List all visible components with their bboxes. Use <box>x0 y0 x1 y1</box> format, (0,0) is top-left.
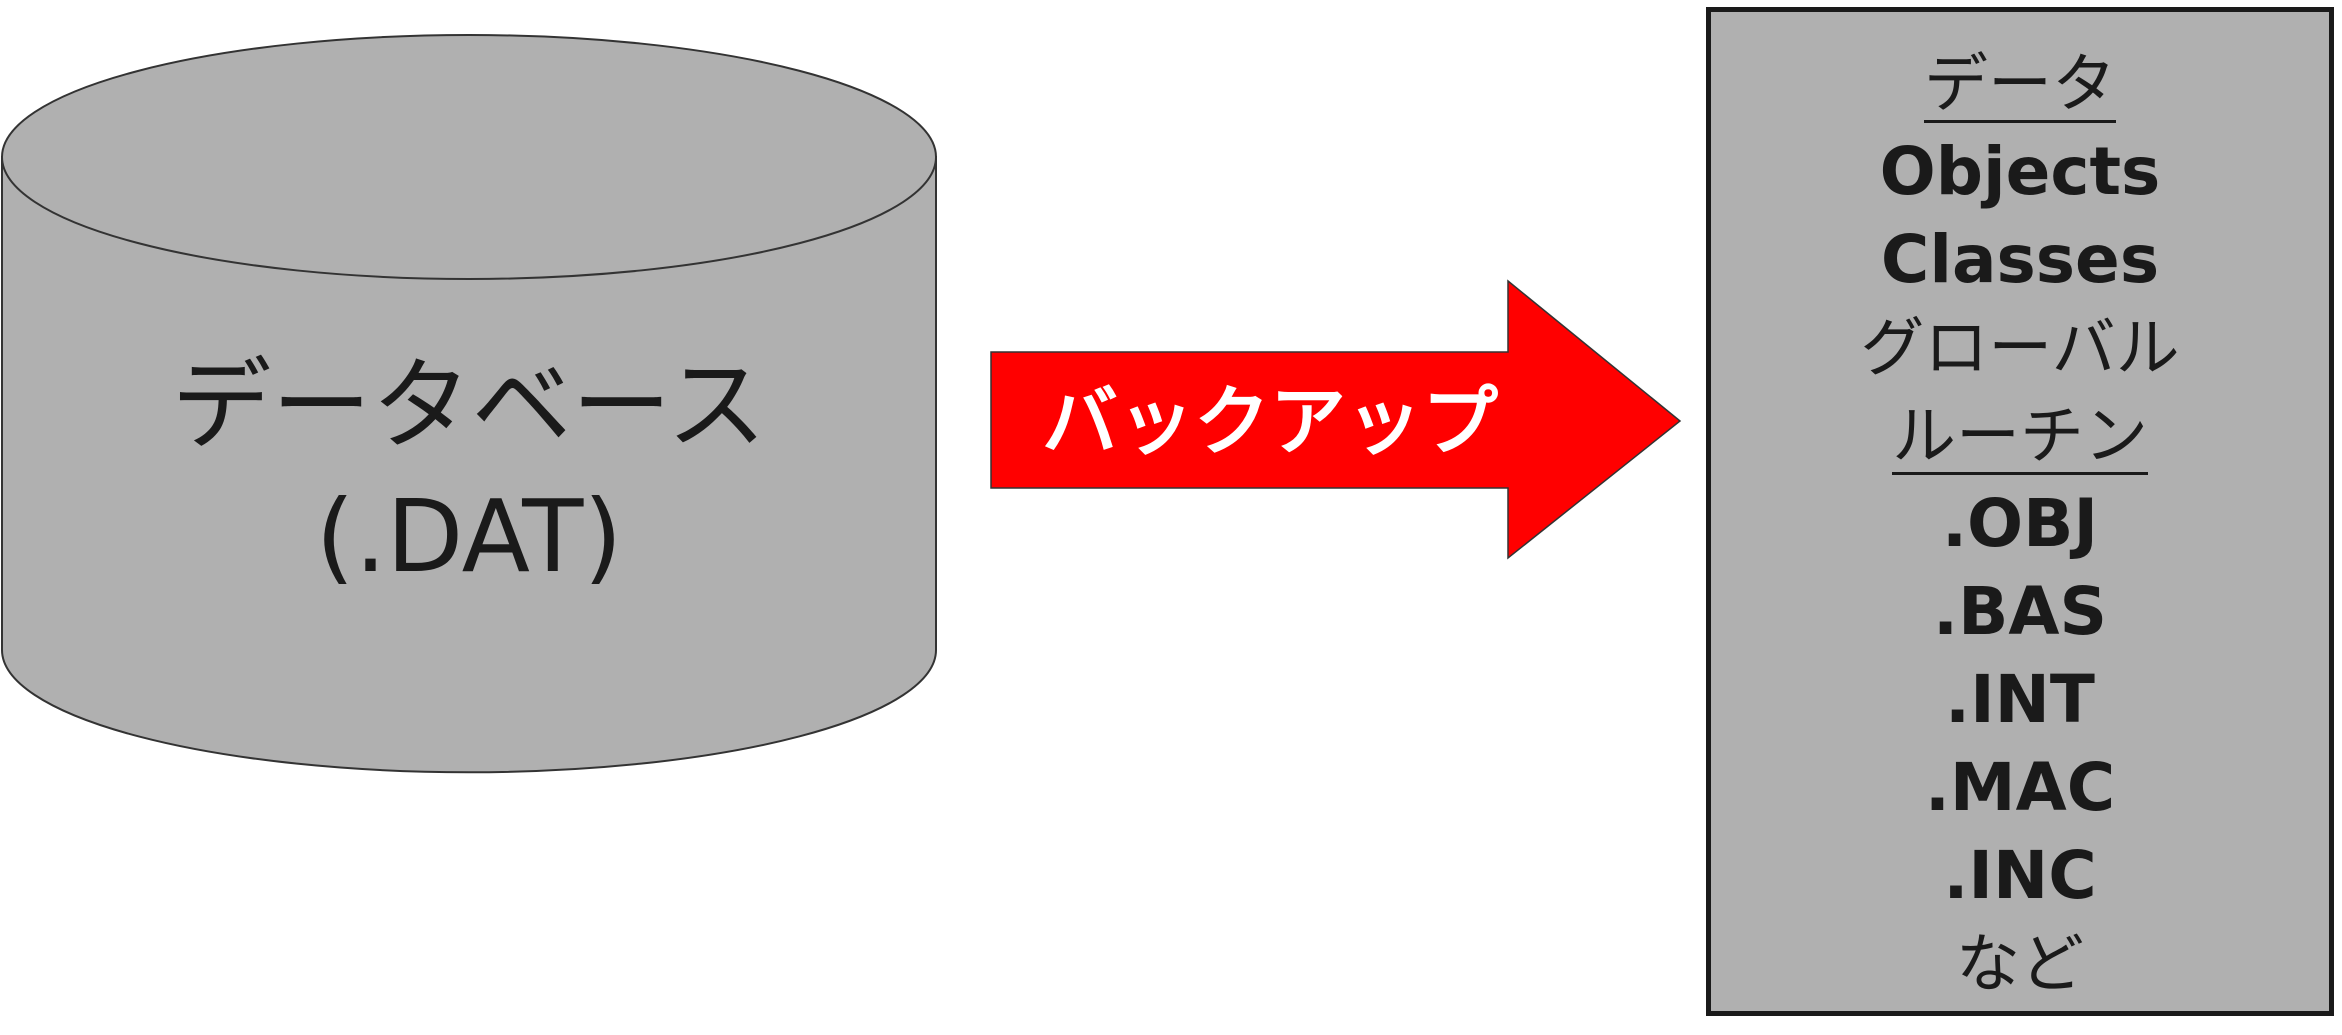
backup-arrow: バックアップ <box>990 279 1682 560</box>
list-item-globals: グローバル <box>1860 312 2180 386</box>
list-item-mac: .MAC <box>1924 749 2116 826</box>
list-item-data-heading: データ <box>1924 48 2116 123</box>
list-item-classes: Classes <box>1880 221 2160 298</box>
database-extension-label: (.DAT) <box>316 478 623 595</box>
backup-contents-box: データ Objects Classes グローバル ルーチン .OBJ .BAS… <box>1706 7 2334 1016</box>
cylinder-body <box>1 156 937 774</box>
list-item-obj: .OBJ <box>1941 485 2099 562</box>
backup-label: バックアップ <box>1042 377 1498 466</box>
list-item-inc: .INC <box>1943 837 2097 914</box>
list-item-bas: .BAS <box>1933 573 2107 650</box>
arrow-shape <box>990 279 1682 560</box>
database-label: データベース <box>172 347 767 464</box>
database-cylinder: データベース (.DAT) <box>1 34 937 774</box>
list-item-routines-heading: ルーチン <box>1892 400 2148 475</box>
list-item-etc: など <box>1956 928 2084 1002</box>
cylinder-top <box>1 34 937 280</box>
list-item-int: .INT <box>1945 661 2095 738</box>
list-item-objects: Objects <box>1879 133 2161 210</box>
